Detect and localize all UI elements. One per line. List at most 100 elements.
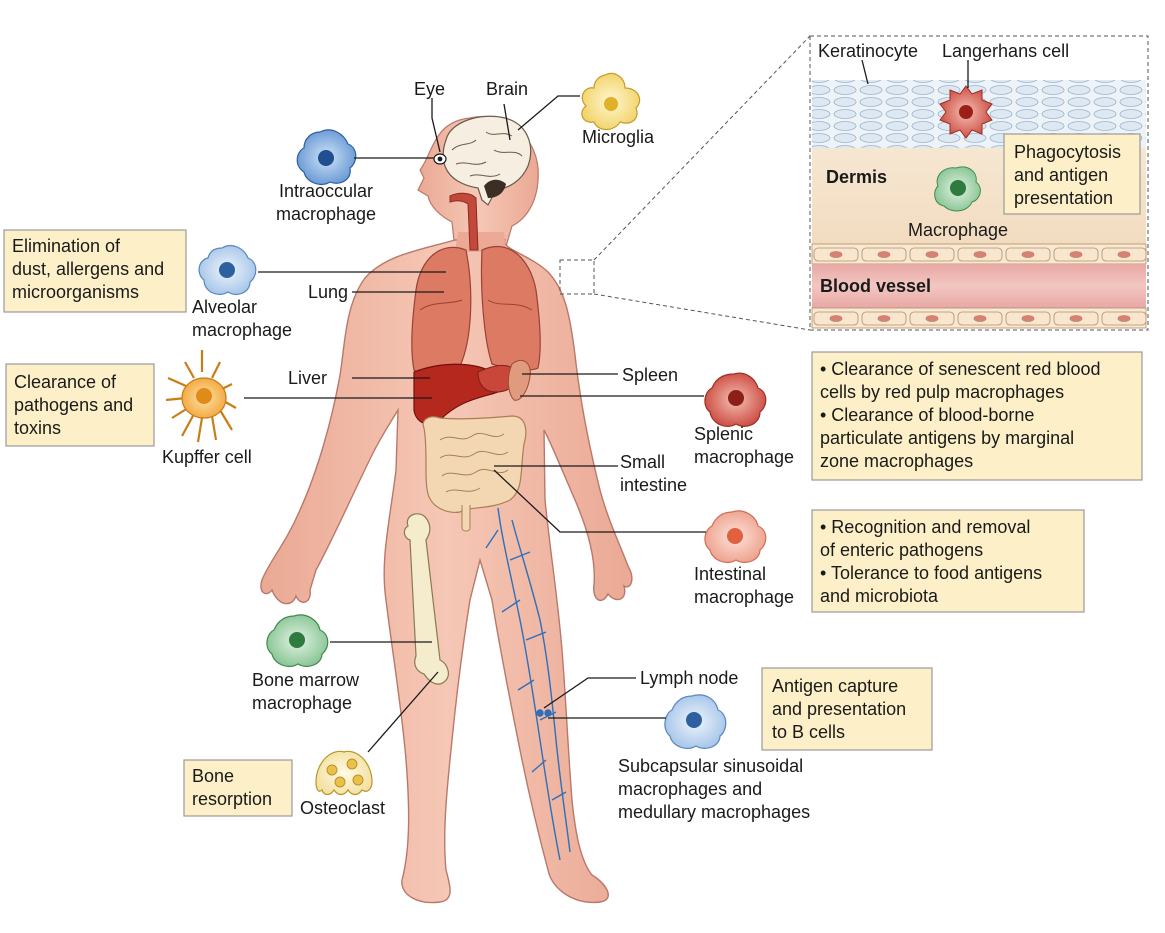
intraocular-line: Intraoccular [279, 181, 373, 201]
label-microglia: Microglia [582, 127, 655, 147]
function-box-intestine: • Recognition and removal of enteric pat… [811, 509, 1085, 613]
splenic-line: macrophage [694, 447, 794, 467]
label-lung: Lung [308, 282, 348, 302]
bone-marrow-line: Bone marrow [252, 670, 360, 690]
label-splenic-macrophage: Splenic macrophage [694, 424, 794, 467]
endothelial-nucleus [877, 315, 891, 322]
lungs [411, 245, 541, 374]
function-box-lymph-node: Antigen capture and presentation to B cell… [761, 667, 933, 751]
endothelial-nucleus [877, 251, 891, 258]
liver-function-line: toxins [14, 418, 61, 438]
label-spleen: Spleen [622, 365, 678, 385]
endothelial-nucleus [925, 315, 939, 322]
endothelial-nucleus [829, 251, 843, 258]
small-intestine-line: Small [620, 452, 665, 472]
brain-organ [442, 115, 532, 206]
splenic-macrophage-icon [704, 372, 767, 427]
small-intestine-line: intestine [620, 475, 687, 495]
spleen-function-line: cells by red pulp macrophages [820, 382, 1064, 402]
intraocular-macrophage-icon [296, 129, 357, 185]
skin-function-line: presentation [1014, 188, 1113, 208]
bone-marrow-line: macrophage [252, 693, 352, 713]
spleen-function-line: • Clearance of senescent red blood [820, 359, 1100, 379]
eye-organ [433, 153, 447, 165]
label-brain: Brain [486, 79, 528, 99]
microglia-line: Microglia [582, 127, 655, 147]
spleen-organ [507, 360, 531, 401]
label-intraocular-macrophage: Intraoccular macrophage [276, 181, 376, 224]
label-eye: Eye [414, 79, 445, 99]
skin-function-line: Phagocytosis [1014, 142, 1121, 162]
label-keratinocyte: Keratinocyte [818, 41, 918, 61]
lymph-function-line: to B cells [772, 722, 845, 742]
label-alveolar-macrophage: Alveolar macrophage [192, 297, 292, 340]
bone-function-line: Bone [192, 766, 234, 786]
endothelial-nucleus [1021, 315, 1035, 322]
lymph-function-line: and presentation [772, 699, 906, 719]
endothelial-nucleus [1021, 251, 1035, 258]
label-osteoclast: Osteoclast [300, 798, 385, 818]
alveolar-macrophage-icon [198, 245, 257, 295]
intestine-function-line: • Tolerance to food antigens [820, 563, 1042, 583]
endothelial-nucleus [1117, 251, 1131, 258]
lung-function-line: dust, allergens and [12, 259, 164, 279]
spleen-function-line: particulate antigens by marginal [820, 428, 1074, 448]
skin-inset [809, 35, 1149, 331]
intestinal-line: Intestinal [694, 564, 766, 584]
intestine-function-line: • Recognition and removal [820, 517, 1030, 537]
label-blood-vessel: Blood vessel [820, 276, 931, 296]
alveolar-line: macrophage [192, 320, 292, 340]
lymph-cells-line: macrophages and [618, 779, 762, 799]
endothelial-nucleus [1117, 315, 1131, 322]
spleen-function-line: • Clearance of blood-borne [820, 405, 1034, 425]
osteoclast-line: Osteoclast [300, 798, 385, 818]
label-kupffer-cell: Kupffer cell [162, 447, 252, 467]
osteoclast-icon [315, 750, 373, 796]
skin-function-line: and antigen [1014, 165, 1108, 185]
skin-sample-marker [559, 259, 595, 295]
label-intestinal-macrophage: Intestinal macrophage [694, 564, 794, 607]
liver-function-line: Clearance of [14, 372, 117, 392]
lung-function-line: Elimination of [12, 236, 121, 256]
lymph-function-line: Antigen capture [772, 676, 898, 696]
lymph-cells-line: medullary macrophages [618, 802, 810, 822]
bone-marrow-macrophage-icon [266, 614, 329, 667]
subcapsular-macrophage-icon [664, 694, 727, 749]
label-liver: Liver [288, 368, 327, 388]
intestinal-line: macrophage [694, 587, 794, 607]
label-dermis: Dermis [826, 167, 887, 187]
endothelial-nucleus [973, 251, 987, 258]
lung-function-line: microorganisms [12, 282, 139, 302]
function-box-bone: Bone resorption [183, 759, 293, 817]
bone-function-line: resorption [192, 789, 272, 809]
liver-function-line: pathogens and [14, 395, 133, 415]
microglia-icon [581, 72, 641, 131]
intestine-function-line: of enteric pathogens [820, 540, 983, 560]
endothelial-nucleus [1069, 315, 1083, 322]
function-box-liver: Clearance of pathogens and toxins [5, 363, 155, 447]
kupffer-line: Kupffer cell [162, 447, 252, 467]
langerhans-cell-icon [939, 85, 993, 139]
kupffer-cell-icon [165, 350, 237, 443]
label-lymph-node: Lymph node [640, 668, 738, 688]
intestines [422, 415, 527, 532]
endothelial-nucleus [973, 315, 987, 322]
lymph-vessels [485, 507, 571, 861]
intestinal-macrophage-icon [704, 510, 767, 563]
intraocular-line: macrophage [276, 204, 376, 224]
function-box-lung: Elimination of dust, allergens and microor… [3, 229, 187, 313]
endothelial-nucleus [829, 315, 843, 322]
dermal-macrophage-icon [934, 166, 981, 212]
label-small-intestine: Small intestine [620, 452, 687, 495]
endothelial-nucleus [925, 251, 939, 258]
lymph-cells-line: Subcapsular sinusoidal [618, 756, 803, 776]
intestine-function-line: and microbiota [820, 586, 939, 606]
splenic-line: Splenic [694, 424, 753, 444]
label-dermal-macrophage: Macrophage [908, 220, 1008, 240]
alveolar-line: Alveolar [192, 297, 257, 317]
leader-lines [244, 59, 969, 753]
spleen-function-line: zone macrophages [820, 451, 973, 471]
trachea [449, 192, 479, 251]
endothelial-nucleus [1069, 251, 1083, 258]
